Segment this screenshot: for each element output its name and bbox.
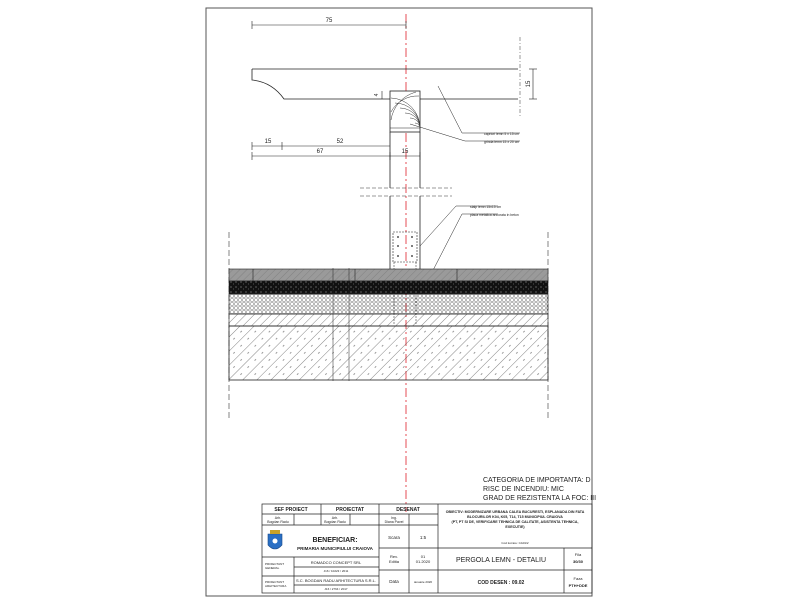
svg-text:J16 / 2764 / 2017: J16 / 2764 / 2017 — [324, 587, 348, 591]
svg-text:52: 52 — [337, 139, 344, 145]
dimension-text: 15 — [526, 80, 532, 87]
svg-text:PROIECTANT: PROIECTANT — [265, 562, 284, 566]
dimension-chain-upper: 15 52 — [251, 139, 390, 150]
annotation-beam: grinda lemn 15 x 20 cm — [484, 140, 519, 144]
annotation-rafter: capriori lemn 5 x 15 cm — [484, 132, 519, 136]
annotation-post: stalp lemn 15x15 cm — [470, 205, 501, 209]
svg-text:15: 15 — [402, 149, 409, 155]
svg-text:Rev.: Rev. — [390, 554, 398, 559]
svg-text:(PT, PT SI DE, VERIFICARE TEHN: (PT, PT SI DE, VERIFICARE TEHNICA DE CAL… — [452, 520, 579, 524]
beam-section — [389, 90, 421, 133]
svg-text:DESENAT: DESENAT — [396, 507, 420, 513]
svg-text:Data: Data — [389, 579, 399, 584]
svg-text:67: 67 — [317, 149, 324, 155]
dimension-chain-lower: 67 15 — [251, 149, 421, 160]
svg-text:COD DESEN : 09.02: COD DESEN : 09.02 — [478, 580, 525, 586]
svg-text:Arh.: Arh. — [332, 516, 338, 520]
svg-text:RISC DE INCENDIU: MIC: RISC DE INCENDIU: MIC — [483, 486, 564, 493]
gravel-layer — [228, 293, 549, 315]
svg-text:Bogdan Radu: Bogdan Radu — [324, 520, 345, 524]
svg-text:1:5: 1:5 — [420, 535, 427, 540]
title-block-text: SEF PROIECT PROIECTAT DESENAT Arh. Bogda… — [265, 507, 588, 591]
svg-text:SEF PROIECT: SEF PROIECT — [274, 507, 307, 513]
rafter — [251, 68, 518, 100]
dimension-overhang: 75 — [251, 18, 407, 29]
sand-layer — [228, 313, 549, 327]
leader-annotations: capriori lemn 5 x 15 cm grinda lemn 15 x… — [409, 85, 520, 281]
svg-text:Cod lucrare: CA01/2: Cod lucrare: CA01/2 — [501, 541, 529, 545]
soil-layer — [228, 325, 549, 381]
annotation-plate: placa metalica ancorata in beton — [470, 213, 519, 217]
svg-text:CATEGORIA DE IMPORTANTA: D: CATEGORIA DE IMPORTANTA: D — [483, 477, 591, 484]
coat-of-arms-logo — [267, 530, 283, 550]
svg-text:Scara: Scara — [388, 535, 400, 540]
svg-text:PROIECTAT: PROIECTAT — [336, 507, 364, 513]
drawing-title: PERGOLA LEMN - DETALIU — [456, 557, 546, 564]
svg-text:30/30: 30/30 — [573, 559, 584, 564]
svg-text:BLOCURILOR K04, K05, T14, T15: BLOCURILOR K04, K05, T14, T15 MUNICIPIUL… — [467, 515, 563, 519]
category-info: CATEGORIA DE IMPORTANTA: D RISC DE INCEN… — [483, 477, 596, 502]
svg-text:01.2020: 01.2020 — [416, 559, 431, 564]
svg-text:Arh.: Arh. — [275, 516, 281, 520]
svg-text:S.C. BOGDAN RADU ARHITECTURA S: S.C. BOGDAN RADU ARHITECTURA S.R.L. — [296, 578, 376, 583]
floor-layers — [228, 232, 549, 420]
svg-text:GRAD DE REZISTENTA LA FOC: III: GRAD DE REZISTENTA LA FOC: III — [483, 495, 596, 502]
dimension-text: 75 — [326, 18, 333, 24]
svg-text:PRIMARIA MUNICIPIULUI CRAIOVA: PRIMARIA MUNICIPIULUI CRAIOVA — [297, 546, 373, 551]
svg-text:ARHITECTURA: ARHITECTURA — [265, 584, 286, 588]
dimension-rafter-height: 15 — [526, 68, 537, 100]
svg-text:Editia: Editia — [389, 559, 400, 564]
svg-text:Ing.: Ing. — [391, 516, 397, 520]
svg-text:GENERAL: GENERAL — [265, 566, 280, 570]
svg-text:PTH+DDE: PTH+DDE — [569, 583, 588, 588]
svg-text:4: 4 — [374, 93, 380, 96]
svg-text:ROMADCO CONCEPT SRL: ROMADCO CONCEPT SRL — [311, 560, 362, 565]
dimension-notch: 4 — [374, 91, 383, 99]
title-block — [261, 503, 593, 594]
svg-text:Fila: Fila — [575, 552, 582, 557]
svg-text:Bogdan Radu: Bogdan Radu — [267, 520, 288, 524]
svg-text:Faza: Faza — [574, 576, 584, 581]
svg-text:ianuarie 2020: ianuarie 2020 — [414, 580, 433, 584]
mortar-layer — [228, 280, 549, 295]
svg-text:PROIECTANT: PROIECTANT — [265, 580, 284, 584]
sheet-border — [205, 7, 593, 597]
svg-text:BENEFICIAR:: BENEFICIAR: — [312, 537, 357, 544]
svg-text:Diana Pavel: Diana Pavel — [385, 520, 404, 524]
svg-text:OBIECTIV: MODERNIZARE URBANA C: OBIECTIV: MODERNIZARE URBANA CALEA BUCUR… — [446, 510, 585, 514]
svg-text:15: 15 — [265, 139, 272, 145]
svg-text:J16 / 10223 / 2011: J16 / 10223 / 2011 — [324, 569, 349, 573]
svg-text:01: 01 — [421, 554, 426, 559]
svg-text:EXECUTIE): EXECUTIE) — [505, 525, 525, 529]
paving-layer — [228, 268, 549, 282]
